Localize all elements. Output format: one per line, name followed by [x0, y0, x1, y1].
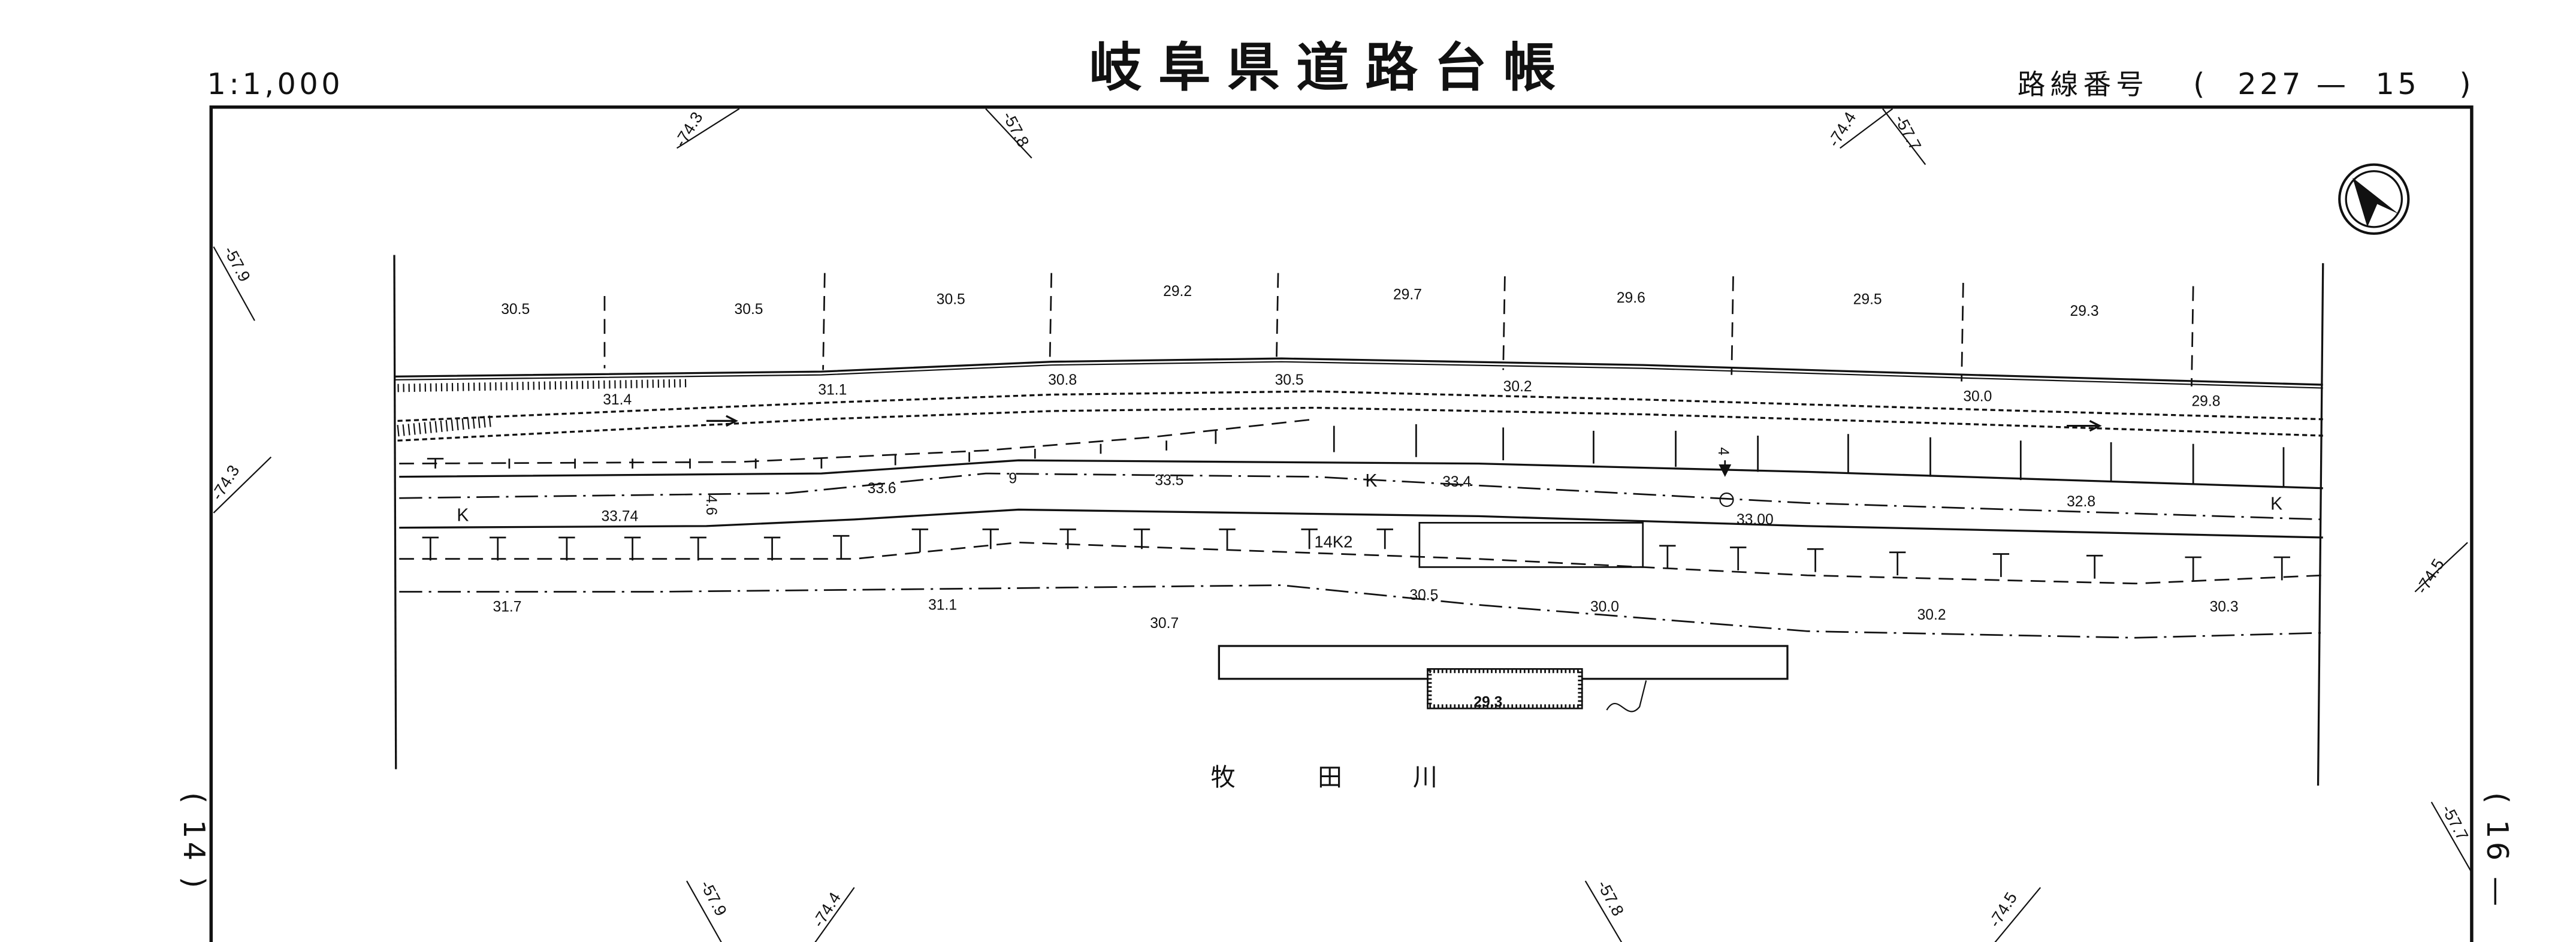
route-number: 路線番号 ( 227 — 15 )	[2018, 67, 2474, 101]
road-height: 33.4	[1442, 474, 1471, 490]
road-k-marker: K	[1365, 471, 1377, 491]
road-height: 33.5	[1155, 472, 1183, 488]
river-name: 牧 田 川	[1211, 763, 1438, 792]
grid-label: -57.7	[1891, 111, 1925, 153]
grid-label: -74.3	[207, 461, 243, 503]
spot-height: 30.5	[1409, 587, 1438, 603]
grid-label: -57.9	[697, 877, 731, 919]
road-labels: 33.6 9 33.5 K 33.4 4 33.00 32.8 K K 33.7…	[457, 447, 2282, 551]
grid-label: -57.8	[1594, 877, 1628, 919]
route-open: (	[2193, 67, 2208, 101]
spot-height: 30.7	[1150, 615, 1179, 632]
road-height: 33.74	[601, 509, 638, 525]
road-k-marker: K	[2270, 494, 2282, 514]
road-plan	[393, 255, 2324, 786]
spot-heights-lower: 31.7 31.1 30.7 30.5 30.0 30.2 30.3 29.3	[493, 587, 2239, 710]
spot-height: 30.3	[2210, 599, 2239, 615]
road-width: 9	[1008, 471, 1017, 487]
spot-height: 30.5	[1275, 372, 1304, 388]
spot-height: 30.2	[1503, 379, 1532, 395]
grid-label: -74.5	[1985, 889, 2021, 930]
grid-label: -57.9	[221, 243, 255, 285]
road-height: 32.8	[2067, 494, 2095, 510]
route-close: )	[2459, 67, 2474, 101]
river-name-char: 田	[1318, 763, 1342, 792]
road-width: 4	[1715, 447, 1731, 455]
spot-height: 30.5	[501, 301, 530, 318]
spot-height: 29.3	[1473, 694, 1502, 710]
spot-height: 29.8	[2191, 394, 2220, 410]
next-sheet-link[interactable]: ( 16 —	[2480, 792, 2515, 910]
spot-height: 31.7	[493, 599, 522, 615]
spot-height: 29.3	[2070, 303, 2099, 319]
spot-height: 31.1	[928, 597, 957, 614]
spot-height: 29.2	[1163, 283, 1192, 300]
river-name-char: 牧	[1211, 763, 1236, 792]
route-sub-number: 15	[2376, 67, 2420, 101]
river-name-char: 川	[1413, 763, 1438, 792]
spot-heights-road-edge: 31.4 31.1 30.8 30.5 30.2 30.0 29.8	[603, 372, 2220, 410]
spot-height: 30.5	[937, 292, 965, 308]
spot-height: 30.0	[1590, 599, 1619, 615]
road-k-marker: K	[457, 506, 469, 526]
spot-height: 30.0	[1963, 388, 1992, 404]
spot-height: 29.6	[1617, 290, 1645, 306]
spot-height: 30.5	[735, 301, 763, 318]
route-main-number: 227	[2237, 67, 2304, 101]
spot-height: 29.5	[1853, 292, 1882, 308]
grid-label: -74.5	[2412, 555, 2448, 597]
scale-label: 1:1,000	[207, 67, 343, 101]
route-dash: —	[2317, 67, 2349, 101]
north-arrow-icon	[2338, 163, 2410, 235]
grid-coordinate-labels: -74.3 -57.8 -74.4 -57.7 -57.9 -74.3 -74.…	[207, 108, 2472, 942]
road-width: 4.6	[703, 495, 719, 515]
spot-height: 30.8	[1048, 372, 1077, 388]
route-label: 路線番号	[2018, 68, 2149, 101]
road-height: 33.6	[868, 481, 896, 497]
grid-label: -74.3	[671, 108, 706, 150]
spot-heights-top: 30.5 30.5 30.5 29.2 29.7 29.6 29.5 29.3	[501, 283, 2098, 319]
spot-height: 31.1	[818, 382, 847, 398]
map-frame	[209, 105, 2474, 942]
benchmark-height: 33.00	[1737, 512, 1774, 528]
page-title: 岐阜県道路台帳	[1089, 37, 1572, 98]
spot-height: 30.2	[1917, 607, 1946, 623]
spot-height: 29.7	[1393, 286, 1422, 303]
grid-label: -74.4	[1824, 108, 1859, 150]
kilometer-post: 14K2	[1314, 532, 1352, 551]
prev-sheet-link[interactable]: ( 14 )	[177, 792, 212, 892]
spot-height: 31.4	[603, 392, 632, 408]
